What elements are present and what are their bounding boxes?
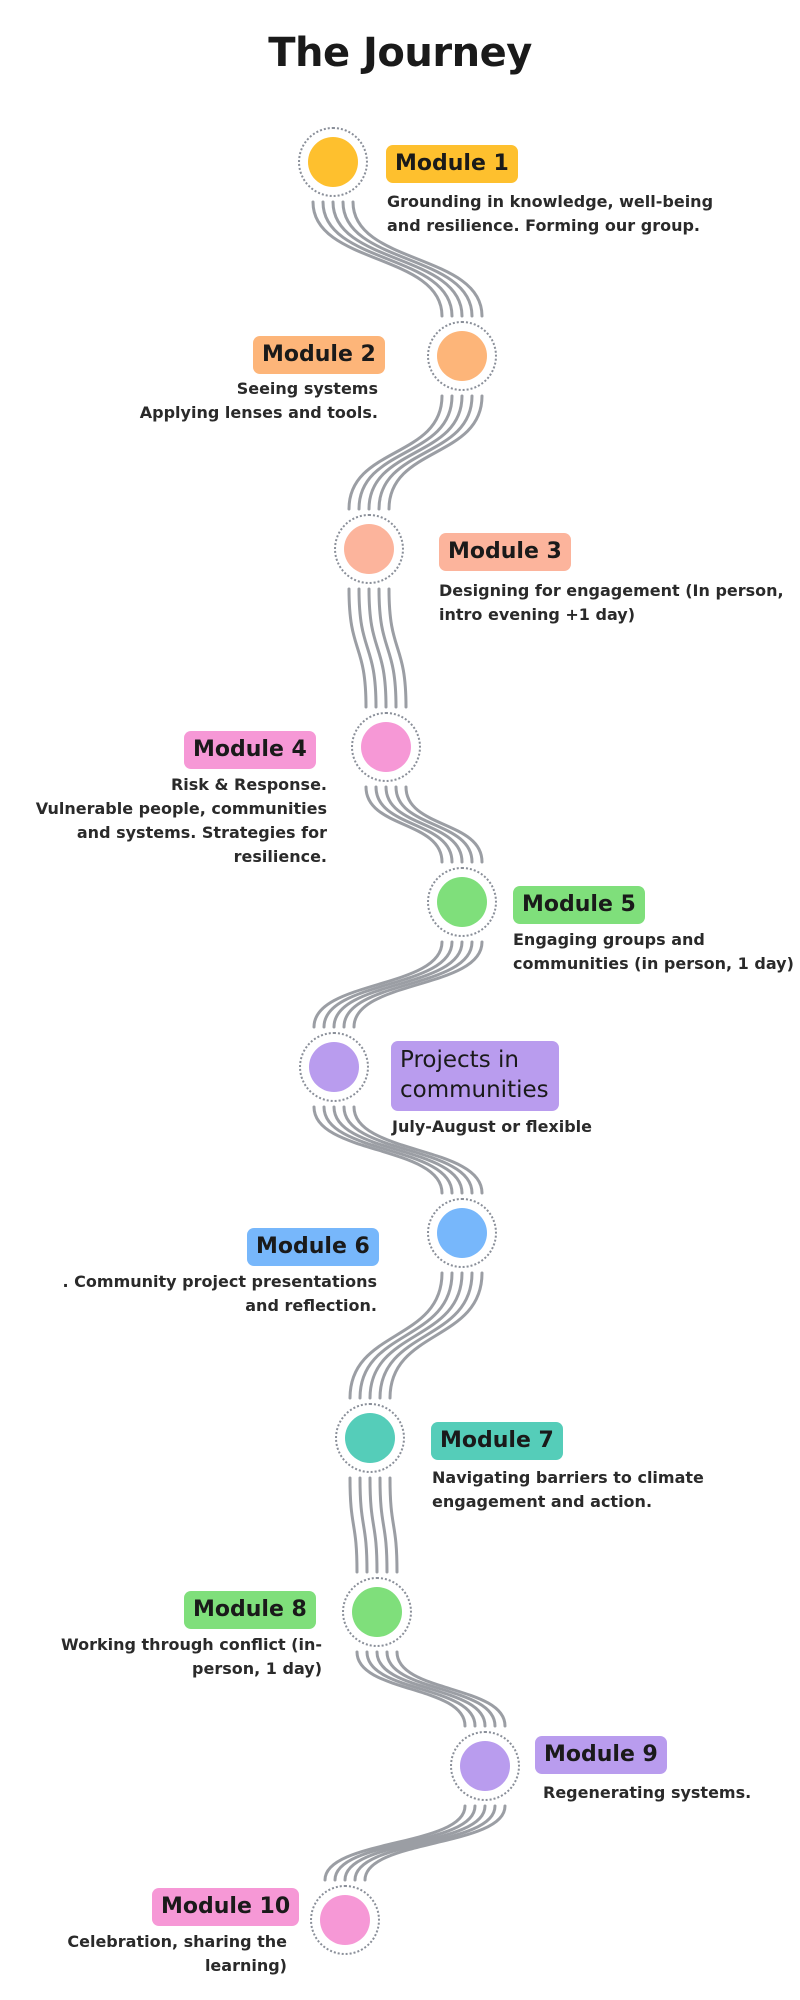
- module-9-label: Module 9: [535, 1736, 667, 1774]
- module-8-dot: [352, 1587, 402, 1637]
- module-10-dot: [320, 1895, 370, 1945]
- module-6-label: Module 6: [247, 1228, 379, 1266]
- path-line-2-5: [387, 394, 484, 511]
- module-2-dot: [437, 331, 487, 381]
- path-line-5-4: [342, 940, 474, 1029]
- path-line-10-2: [333, 1804, 477, 1882]
- module-5-description: Engaging groups and communities (in pers…: [513, 930, 794, 973]
- module-4-label: Module 4: [184, 731, 316, 769]
- path-line-6-2: [322, 1105, 454, 1195]
- page-title: The Journey: [268, 30, 532, 76]
- module-4-dot: [361, 722, 411, 772]
- path-line-10-1: [323, 1804, 467, 1882]
- path-line-9-3: [375, 1650, 487, 1728]
- module-2-node: [427, 321, 497, 391]
- path-line-7-1: [348, 1271, 444, 1400]
- module-6-description: . Community project presentations and re…: [62, 1272, 377, 1315]
- path-line-10-5: [363, 1804, 507, 1882]
- path-line-7-2: [358, 1271, 454, 1400]
- path-line-5-2: [322, 940, 454, 1029]
- path-line-7-3: [368, 1271, 464, 1400]
- module-8-label: Module 8: [184, 1591, 316, 1629]
- path-line-1-4: [341, 200, 474, 318]
- path-line-3-3: [367, 587, 388, 709]
- path-line-2-1: [347, 394, 444, 511]
- path-line-8-1: [348, 1476, 359, 1574]
- path-line-1-2: [321, 200, 454, 318]
- module-2-description: Seeing systems Applying lenses and tools…: [139, 379, 378, 422]
- module-9-description: Regenerating systems.: [543, 1783, 752, 1802]
- module-9-node: [450, 1731, 520, 1801]
- path-line-6-4: [342, 1105, 474, 1195]
- path-line-8-4: [378, 1476, 389, 1574]
- module-5-node: [427, 867, 497, 937]
- module-1-node: [298, 127, 368, 197]
- path-line-4-4: [394, 785, 474, 864]
- path-line-5-1: [312, 940, 444, 1029]
- path-line-9-4: [385, 1650, 497, 1728]
- path-line-7-5: [388, 1271, 484, 1400]
- path-line-3-4: [377, 587, 398, 709]
- path-line-1-5: [351, 200, 484, 318]
- path-line-4-5: [404, 785, 484, 864]
- module-3-node: [334, 514, 404, 584]
- module-10-node: [310, 1885, 380, 1955]
- path-line-9-1: [355, 1650, 467, 1728]
- path-line-4-2: [374, 785, 454, 864]
- module-6-node: [427, 1198, 497, 1268]
- path-line-8-2: [358, 1476, 369, 1574]
- path-line-3-5: [387, 587, 408, 709]
- path-line-2-2: [357, 394, 454, 511]
- module-1-dot: [308, 137, 358, 187]
- module-5-label: Module 5: [513, 886, 645, 924]
- module-1-description: Grounding in knowledge, well-being and r…: [387, 192, 714, 235]
- projects-node: [299, 1032, 369, 1102]
- module-5-dot: [437, 877, 487, 927]
- module-4-description: Risk & Response. Vulnerable people, comm…: [35, 775, 327, 866]
- module-7-description: Navigating barriers to climate engagemen…: [432, 1468, 704, 1511]
- path-line-6-5: [352, 1105, 484, 1195]
- path-line-9-5: [395, 1650, 507, 1728]
- module-10-description: Celebration, sharing the learning): [67, 1932, 287, 1975]
- path-line-10-3: [343, 1804, 487, 1882]
- path-line-2-4: [377, 394, 474, 511]
- path-line-6-1: [312, 1105, 444, 1195]
- path-line-6-3: [332, 1105, 464, 1195]
- path-line-7-4: [378, 1271, 474, 1400]
- module-7-node: [335, 1403, 405, 1473]
- path-line-5-3: [332, 940, 464, 1029]
- module-2-label: Module 2: [253, 336, 385, 374]
- module-7-label: Module 7: [431, 1422, 563, 1460]
- path-line-4-1: [364, 785, 444, 864]
- path-line-9-2: [365, 1650, 477, 1728]
- module-8-node: [342, 1577, 412, 1647]
- path-line-8-5: [388, 1476, 399, 1574]
- path-line-1-1: [311, 200, 444, 318]
- projects-description: July-August or flexible: [392, 1117, 593, 1136]
- path-line-8-3: [368, 1476, 379, 1574]
- path-line-1-3: [331, 200, 464, 318]
- projects-dot: [309, 1042, 359, 1092]
- module-1-label: Module 1: [386, 145, 518, 183]
- module-3-dot: [344, 524, 394, 574]
- module-4-node: [351, 712, 421, 782]
- path-line-4-3: [384, 785, 464, 864]
- module-8-description: Working through conflict (in-person, 1 d…: [61, 1635, 322, 1678]
- path-line-3-2: [357, 587, 378, 709]
- path-line-5-5: [352, 940, 484, 1029]
- path-line-10-4: [353, 1804, 497, 1882]
- module-9-dot: [460, 1741, 510, 1791]
- module-6-dot: [437, 1208, 487, 1258]
- module-3-description: Designing for engagement (In person, int…: [439, 581, 784, 624]
- path-line-2-3: [367, 394, 464, 511]
- module-10-label: Module 10: [152, 1888, 300, 1926]
- module-7-dot: [345, 1413, 395, 1463]
- projects-label: Projects in communities: [391, 1041, 559, 1111]
- path-line-3-1: [347, 587, 368, 709]
- module-3-label: Module 3: [439, 533, 571, 571]
